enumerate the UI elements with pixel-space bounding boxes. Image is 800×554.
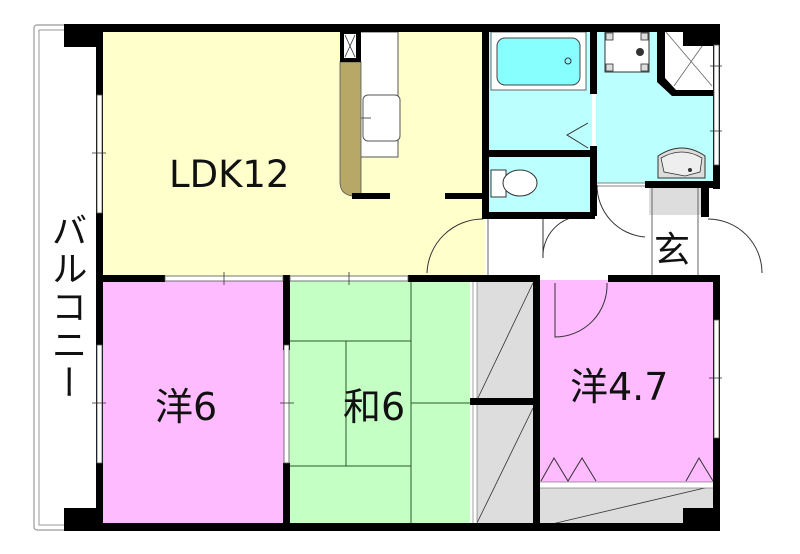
room-label-entrance: 玄 <box>654 230 690 271</box>
western-room-1-floor <box>100 280 285 524</box>
entrance-floor <box>649 215 701 277</box>
toilet-icon <box>490 169 538 198</box>
bath-drain-icon <box>564 57 572 65</box>
ldk-floor <box>100 30 485 277</box>
western-room-2-floor <box>539 280 715 485</box>
japanese-room-floor <box>288 280 470 524</box>
room-label-western-2: 洋4.7 <box>570 365 668 409</box>
closet-diagonals <box>476 282 714 525</box>
door-swings <box>426 184 763 338</box>
closet-door-icons <box>540 457 714 482</box>
washing-machine-icon <box>604 31 650 73</box>
bath-tub <box>496 37 581 86</box>
window-ldk <box>96 94 103 214</box>
room-label-balcony: バルコニー <box>46 212 87 402</box>
kitchen-wall-counter <box>339 61 362 197</box>
window-western-1 <box>96 344 103 464</box>
window-washroom <box>713 44 720 166</box>
bathroom-door-icon <box>566 122 589 149</box>
entrance-step <box>649 187 701 215</box>
room-label-ldk: LDK12 <box>169 153 289 196</box>
wash-basin-icon <box>657 147 706 179</box>
window-between-rooms <box>283 344 290 464</box>
window-western-2 <box>713 319 720 439</box>
room-label-japanese: 和6 <box>343 385 405 429</box>
room-label-western-1: 洋6 <box>155 385 217 429</box>
tatami-lines <box>288 280 470 524</box>
